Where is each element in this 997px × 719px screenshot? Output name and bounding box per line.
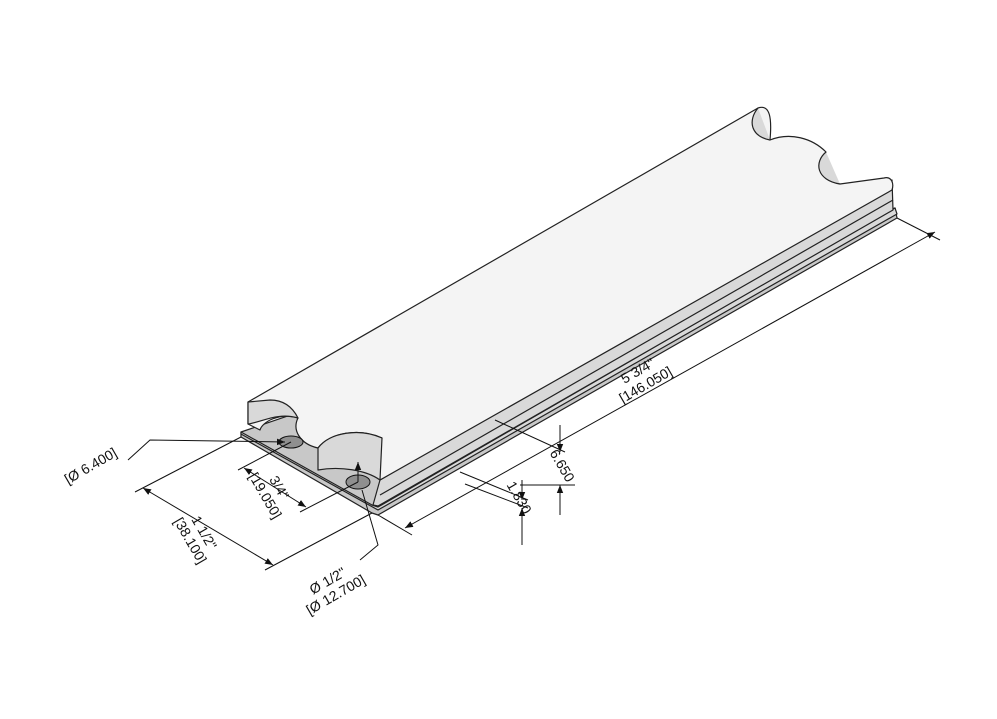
far-slot-wall — [751, 107, 771, 141]
width-dimension-line — [142, 487, 274, 566]
slot-offset-dimension-line — [243, 467, 307, 508]
near-slot-wall-1 — [247, 399, 299, 425]
near-slot-wall-2 — [317, 431, 383, 481]
part-body — [240, 106, 898, 516]
body-top-face — [247, 106, 894, 481]
body-height-label: 6.650 — [547, 446, 578, 485]
far-slot-round — [818, 151, 841, 185]
flange-height-label: 1.830 — [504, 478, 535, 517]
small-hole-leader — [127, 438, 286, 461]
small-hole-label: [Ø 6.400] — [62, 444, 120, 487]
length-dimension-line — [404, 231, 936, 529]
large-hole-leader — [359, 489, 379, 561]
